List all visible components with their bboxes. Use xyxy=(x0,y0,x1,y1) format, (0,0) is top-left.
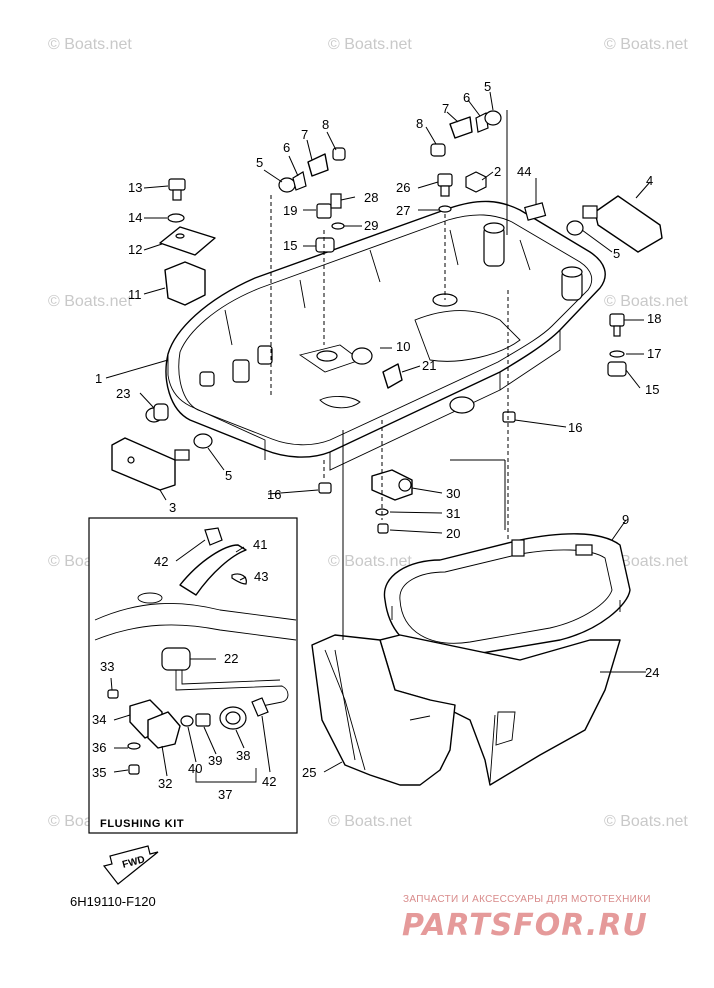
watermark: © Boats.net xyxy=(604,36,688,53)
callout-6: 6 xyxy=(283,140,290,155)
callout-8: 8 xyxy=(416,116,423,131)
callout-20: 20 xyxy=(446,526,460,541)
callout-18: 18 xyxy=(647,311,661,326)
bottom-cowling xyxy=(165,200,606,471)
callout-31: 31 xyxy=(446,506,460,521)
callout-42: 42 xyxy=(154,554,168,569)
callout-3: 3 xyxy=(169,500,176,515)
callout-26: 26 xyxy=(396,180,410,195)
callout-44: 44 xyxy=(517,164,531,179)
callout-30: 30 xyxy=(446,486,460,501)
watermark: © Boats.net xyxy=(48,36,132,53)
callout-labels: 1 2 3 4 5 5 5 5 6 6 7 7 8 8 9 10 11 12 1… xyxy=(92,79,661,802)
callout-33: 33 xyxy=(100,659,114,674)
callout-37: 37 xyxy=(218,787,232,802)
callout-42: 42 xyxy=(262,774,276,789)
callout-4: 4 xyxy=(646,173,653,188)
diagram-code: 6H19110-F120 xyxy=(70,894,156,909)
lower-cowling-halves xyxy=(311,533,631,786)
callout-23: 23 xyxy=(116,386,130,401)
callout-7: 7 xyxy=(442,101,449,116)
callout-38: 38 xyxy=(236,748,250,763)
callout-29: 29 xyxy=(364,218,378,233)
callout-35: 35 xyxy=(92,765,106,780)
callout-34: 34 xyxy=(92,712,106,727)
callout-21: 21 xyxy=(422,358,436,373)
partsfor-logo: ЗАПЧАСТИ И АКСЕССУАРЫ ДЛЯ МОТОТЕХНИКИ PA… xyxy=(402,894,651,943)
callout-15: 15 xyxy=(283,238,297,253)
callout-9: 9 xyxy=(622,512,629,527)
callout-43: 43 xyxy=(254,569,268,584)
callout-19: 19 xyxy=(283,203,297,218)
callout-28: 28 xyxy=(364,190,378,205)
callout-5: 5 xyxy=(225,468,232,483)
flushing-kit-title: FLUSHING KIT xyxy=(100,818,184,830)
callout-7: 7 xyxy=(301,127,308,142)
watermark: © Boats.net xyxy=(328,553,412,570)
callout-17: 17 xyxy=(647,346,661,361)
callout-40: 40 xyxy=(188,761,202,776)
callout-13: 13 xyxy=(128,180,142,195)
callout-1: 1 xyxy=(95,371,102,386)
callout-2: 2 xyxy=(494,164,501,179)
callout-24: 24 xyxy=(645,665,659,680)
fwd-arrow-icon: FWD xyxy=(102,845,159,885)
callout-16: 16 xyxy=(568,420,582,435)
small-parts xyxy=(111,110,663,534)
brand-tagline: ЗАПЧАСТИ И АКСЕССУАРЫ ДЛЯ МОТОТЕХНИКИ xyxy=(403,894,651,905)
callout-15: 15 xyxy=(645,382,659,397)
callout-41: 41 xyxy=(253,537,267,552)
leader-lines xyxy=(105,91,651,773)
watermark: © Boats.net xyxy=(328,36,412,53)
callout-39: 39 xyxy=(208,753,222,768)
callout-5: 5 xyxy=(613,246,620,261)
callout-32: 32 xyxy=(158,776,172,791)
callout-10: 10 xyxy=(396,339,410,354)
callout-22: 22 xyxy=(224,651,238,666)
callout-14: 14 xyxy=(128,210,142,225)
watermark: © Boats.net xyxy=(604,293,688,310)
callout-27: 27 xyxy=(396,203,410,218)
callout-12: 12 xyxy=(128,242,142,257)
watermark: © Boats.net xyxy=(48,293,132,310)
callout-36: 36 xyxy=(92,740,106,755)
brand-name: PARTSFOR.RU xyxy=(402,908,648,943)
watermark: © Boats.net xyxy=(328,813,412,830)
watermark: © Boats.net xyxy=(604,813,688,830)
callout-11: 11 xyxy=(128,287,142,302)
callout-16: 16 xyxy=(267,487,281,502)
callout-6: 6 xyxy=(463,90,470,105)
callout-5: 5 xyxy=(256,155,263,170)
callout-25: 25 xyxy=(302,765,316,780)
callout-8: 8 xyxy=(322,117,329,132)
flushing-kit-panel: FLUSHING KIT xyxy=(88,517,298,834)
callout-5: 5 xyxy=(484,79,491,94)
